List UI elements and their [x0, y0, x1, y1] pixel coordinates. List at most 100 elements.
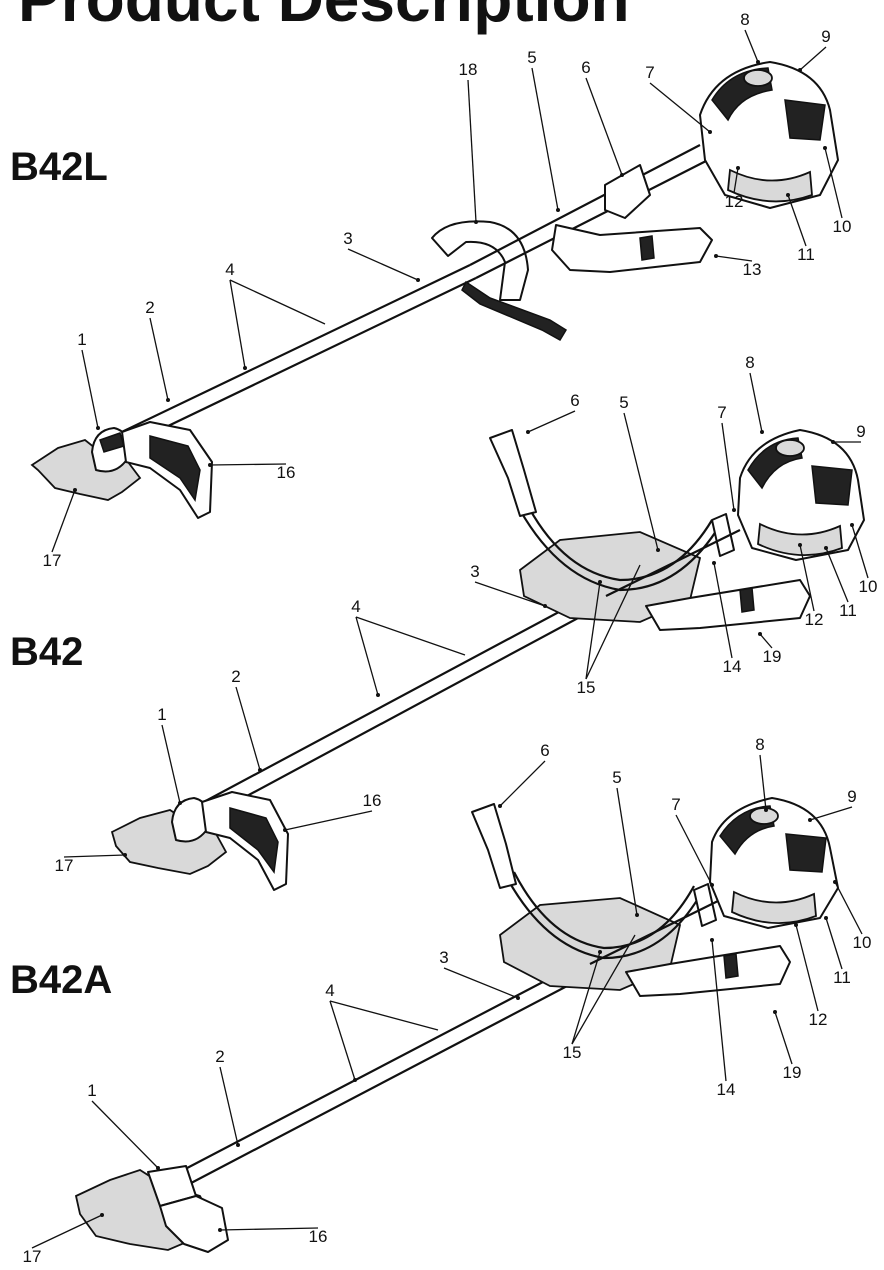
leader-arrowhead — [543, 604, 547, 608]
leader-arrowhead — [620, 173, 624, 177]
guard-b42 — [201, 791, 289, 891]
callout-number: 6 — [581, 58, 590, 77]
leader-arrowhead — [773, 1010, 777, 1014]
leader-line — [851, 524, 869, 579]
callout-b42-7: 7 — [717, 403, 736, 512]
throttle-b42l — [604, 164, 651, 219]
callout-b42l-4: 4 — [225, 260, 247, 370]
leader-line — [834, 881, 863, 935]
strap-b42 — [645, 579, 811, 631]
callout-number: 1 — [87, 1081, 96, 1100]
callout-number: 11 — [833, 968, 851, 987]
callout-number: 11 — [797, 245, 815, 264]
leader-line — [585, 77, 623, 176]
callout-b42a-6: 6 — [498, 741, 550, 808]
model-label-b42l: B42L — [10, 145, 108, 189]
leader-arrowhead — [756, 60, 760, 64]
leader-arrowhead — [714, 254, 718, 258]
page-title: Product Description — [18, 0, 630, 36]
callout-b42a-16: 16 — [218, 1227, 327, 1246]
leader-line — [571, 951, 601, 1045]
callout-number: 17 — [23, 1247, 42, 1266]
grip-left-b42a — [471, 803, 517, 889]
callout-b42-16: 16 — [283, 791, 381, 832]
callout-b42l-5: 5 — [527, 48, 560, 212]
callout-b42-5: 5 — [619, 393, 660, 552]
leader-arrowhead — [243, 366, 247, 370]
callout-number: 17 — [43, 551, 62, 570]
callout-number: 1 — [157, 705, 166, 724]
callout-b42l-9: 9 — [798, 27, 831, 72]
callout-b42l-2: 2 — [145, 298, 170, 402]
callout-number: 15 — [577, 678, 596, 697]
callout-b42-17: 17 — [55, 853, 127, 875]
callout-number: 16 — [363, 791, 382, 810]
callout-b42l-6: 6 — [581, 58, 624, 177]
leader-line — [161, 724, 181, 804]
callout-b42l-10: 10 — [823, 146, 851, 236]
callout-number: 3 — [470, 562, 479, 581]
leader-arrowhead — [764, 808, 768, 812]
leader-arrowhead — [208, 463, 212, 467]
leader-line — [585, 581, 601, 680]
callout-b42-4: 4 — [351, 597, 380, 697]
callout-number: 17 — [55, 856, 74, 875]
callout-number: 12 — [809, 1010, 828, 1029]
leader-line — [616, 787, 638, 916]
callout-number: 12 — [805, 610, 824, 629]
callout-b42l-1: 1 — [77, 330, 100, 430]
leader-line — [715, 255, 753, 262]
leader-line — [209, 463, 287, 466]
callout-b42-2: 2 — [231, 667, 262, 772]
callout-number: 10 — [859, 577, 878, 596]
leader-arrowhead — [556, 208, 560, 212]
leader-line — [623, 412, 659, 551]
callout-b42-19: 19 — [758, 632, 781, 666]
callout-number: 5 — [619, 393, 628, 412]
callout-b42a-1: 1 — [87, 1081, 160, 1170]
leader-line — [474, 581, 546, 607]
fuel-cap-b42l — [743, 69, 773, 87]
callout-number: 19 — [783, 1063, 802, 1082]
leader-line — [774, 1011, 793, 1065]
callout-number: 9 — [821, 27, 830, 46]
leader-arrowhead — [96, 426, 100, 430]
callout-b42a-15: 15 — [563, 950, 602, 1062]
leader-line — [799, 46, 827, 71]
callout-number: 9 — [856, 422, 865, 441]
leader-line — [733, 167, 739, 194]
callout-b42-1: 1 — [157, 705, 182, 805]
leader-line-b42-15 — [585, 564, 641, 680]
leader-line — [31, 1214, 103, 1249]
callout-number: 11 — [839, 601, 857, 620]
leader-arrowhead — [736, 166, 740, 170]
callout-b42l-18: 18 — [459, 60, 478, 224]
trimmer-b42l — [30, 61, 839, 519]
leader-arrowhead — [710, 883, 714, 887]
leader-line — [759, 633, 773, 649]
leader-line — [675, 814, 713, 886]
leader-arrowhead — [850, 523, 854, 527]
leader-line — [795, 924, 819, 1012]
callout-b42l-8: 8 — [740, 10, 760, 64]
leader-arrowhead — [516, 996, 520, 1000]
callout-b42a-14: 14 — [710, 938, 735, 1099]
fuel-cap-b42 — [775, 439, 805, 457]
leader-arrowhead — [833, 880, 837, 884]
callout-number: 4 — [225, 260, 234, 279]
leader-line — [91, 1100, 159, 1169]
leader-arrowhead — [831, 440, 835, 444]
callout-b42-14: 14 — [712, 561, 741, 676]
leader-line — [799, 544, 815, 612]
leader-arrowhead — [786, 193, 790, 197]
leader-arrowhead — [236, 1143, 240, 1147]
leader-arrowhead — [498, 804, 502, 808]
leader-line — [759, 754, 767, 811]
callout-b42l-17: 17 — [43, 488, 77, 570]
leader-arrowhead — [156, 1166, 160, 1170]
leader-line — [219, 1066, 239, 1146]
model-label-b42: B42 — [10, 630, 84, 674]
callout-number: 14 — [717, 1080, 736, 1099]
callout-b42a-11: 11 — [824, 916, 851, 987]
